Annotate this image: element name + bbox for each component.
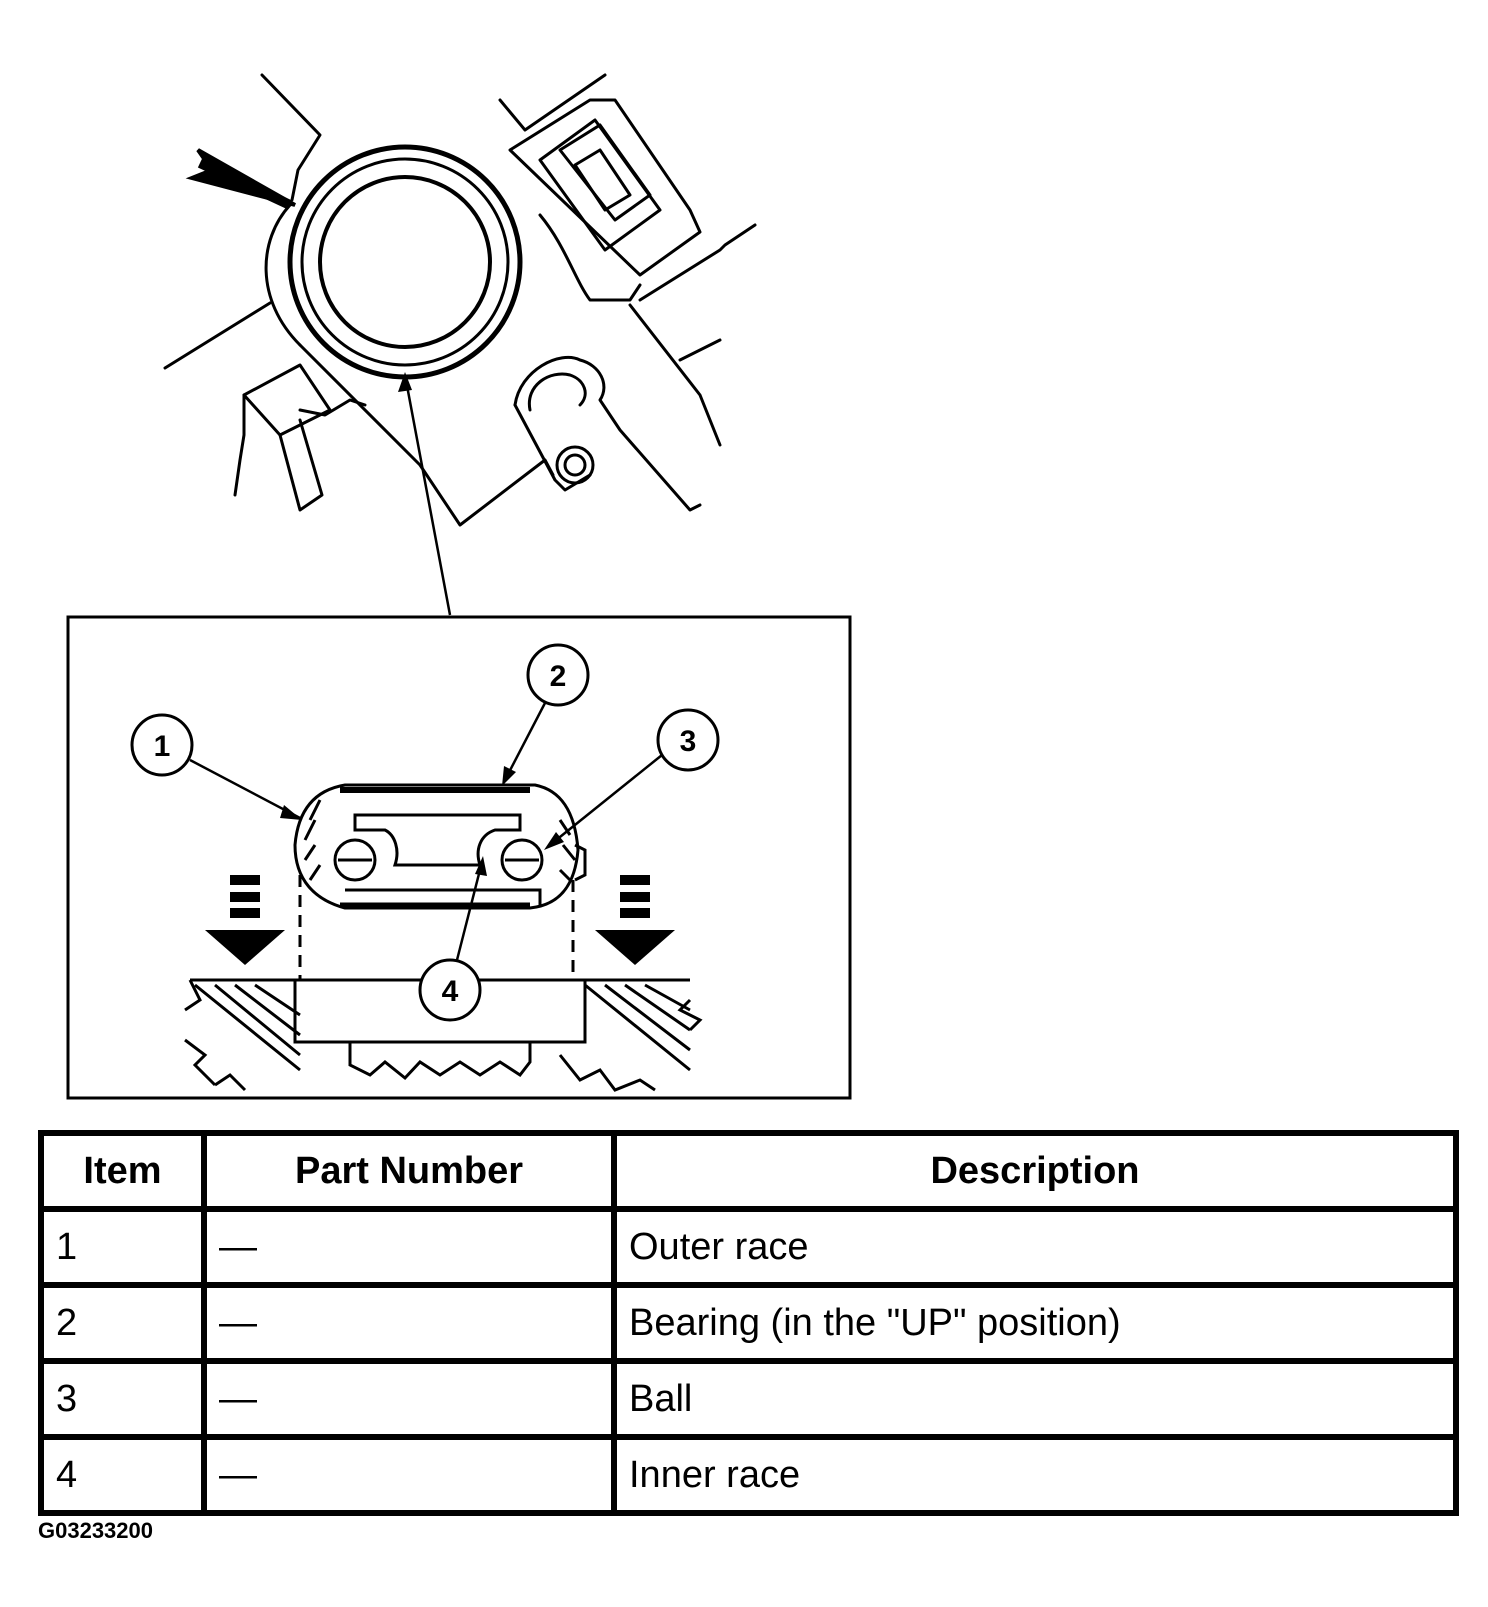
header-part-number: Part Number	[201, 1130, 617, 1212]
callout-1	[130, 713, 194, 777]
part-number-cell: —	[201, 1434, 617, 1516]
housing-drawing	[163, 73, 757, 527]
callout-2-label: 2	[550, 660, 567, 693]
detail-box	[66, 615, 852, 1100]
table-row: 4 — Inner race	[38, 1434, 1459, 1516]
table-row: 3 — Ball	[38, 1358, 1459, 1440]
callout-4-label: 4	[442, 975, 459, 1008]
leader-line	[403, 374, 452, 616]
description-cell: Bearing (in the "UP" position)	[611, 1282, 1459, 1364]
guide-lines	[298, 875, 575, 980]
callout-4	[418, 958, 482, 1022]
part-number-cell: —	[201, 1282, 617, 1364]
description-cell: Inner race	[611, 1434, 1459, 1516]
parts-table: Item Part Number Description 1 — Outer r…	[38, 1130, 1459, 1516]
callout-2	[526, 643, 590, 707]
press-base	[184, 978, 703, 1092]
press-arrow-left-icon	[205, 875, 285, 965]
callout-3	[656, 708, 720, 772]
table-row: 1 — Outer race	[38, 1206, 1459, 1288]
part-number-cell: —	[201, 1358, 617, 1440]
press-arrow-right-icon	[595, 875, 675, 965]
item-cell: 2	[38, 1282, 207, 1364]
callout-3-label: 3	[680, 725, 697, 758]
table-row: 2 — Bearing (in the "UP" position)	[38, 1282, 1459, 1364]
table-header-row: Item Part Number Description	[38, 1130, 1459, 1212]
bearing-rings-top	[287, 144, 523, 380]
callout-1-label: 1	[154, 730, 171, 763]
bearing-cross-section	[293, 783, 587, 910]
figure-id: G03233200	[38, 1518, 153, 1543]
header-item: Item	[38, 1130, 207, 1212]
item-cell: 3	[38, 1358, 207, 1440]
item-cell: 1	[38, 1206, 207, 1288]
description-cell: Outer race	[611, 1206, 1459, 1288]
item-cell: 4	[38, 1434, 207, 1516]
header-description: Description	[611, 1130, 1459, 1212]
bearing-diagram: 1 2 3 4	[66, 73, 852, 1100]
description-cell: Ball	[611, 1358, 1459, 1440]
part-number-cell: —	[201, 1206, 617, 1288]
